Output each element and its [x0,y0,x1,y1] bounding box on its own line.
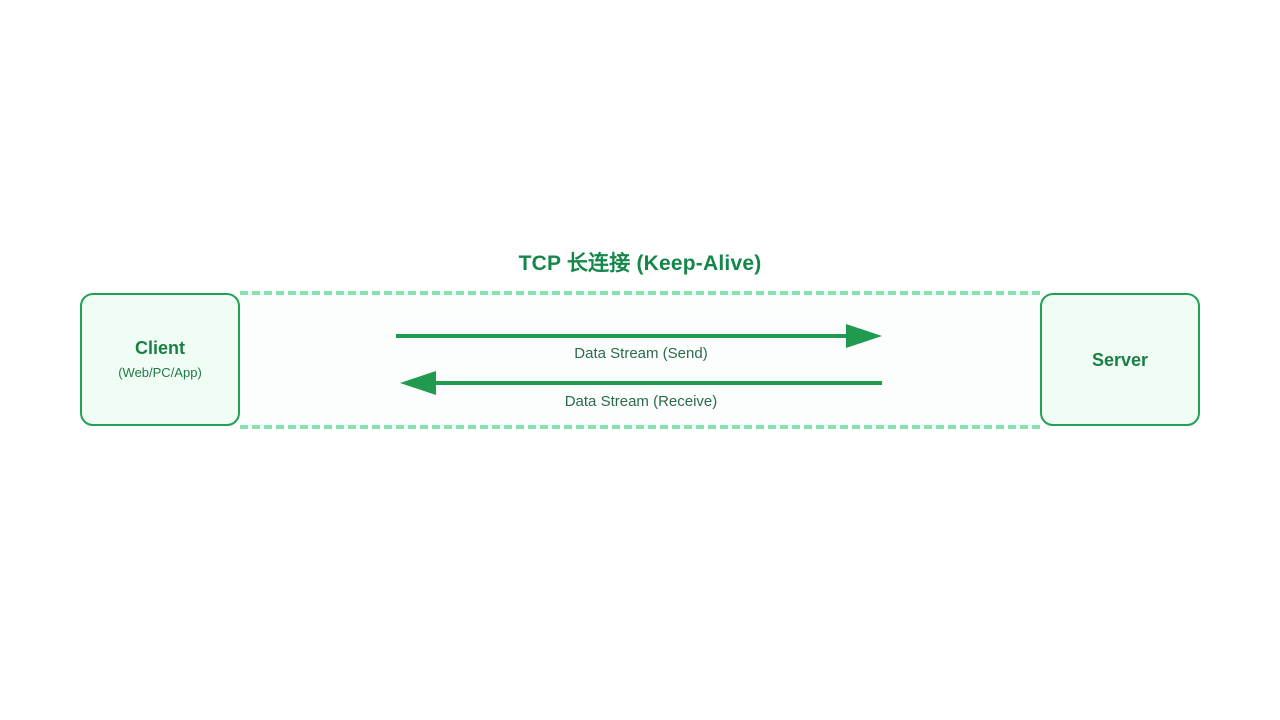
arrow-data-stream-receive [396,371,886,395]
arrow-data-stream-send [396,324,886,348]
node-client-subtitle: (Web/PC/App) [118,365,202,380]
arrow-label-send: Data Stream (Send) [574,345,708,362]
node-client[interactable]: Client (Web/PC/App) [80,293,240,426]
node-client-title: Client [134,338,185,358]
page-title: TCP 长连接 (Keep-Alive) [518,252,762,275]
node-server[interactable]: Server [1040,293,1200,426]
keep-alive-tunnel [240,292,1040,426]
tunnel-bottom-dashed-line [240,425,1040,429]
arrow-label-receive: Data Stream (Receive) [564,393,718,410]
tunnel-top-dashed-line [240,291,1040,295]
node-server-title: Server [1091,349,1149,370]
